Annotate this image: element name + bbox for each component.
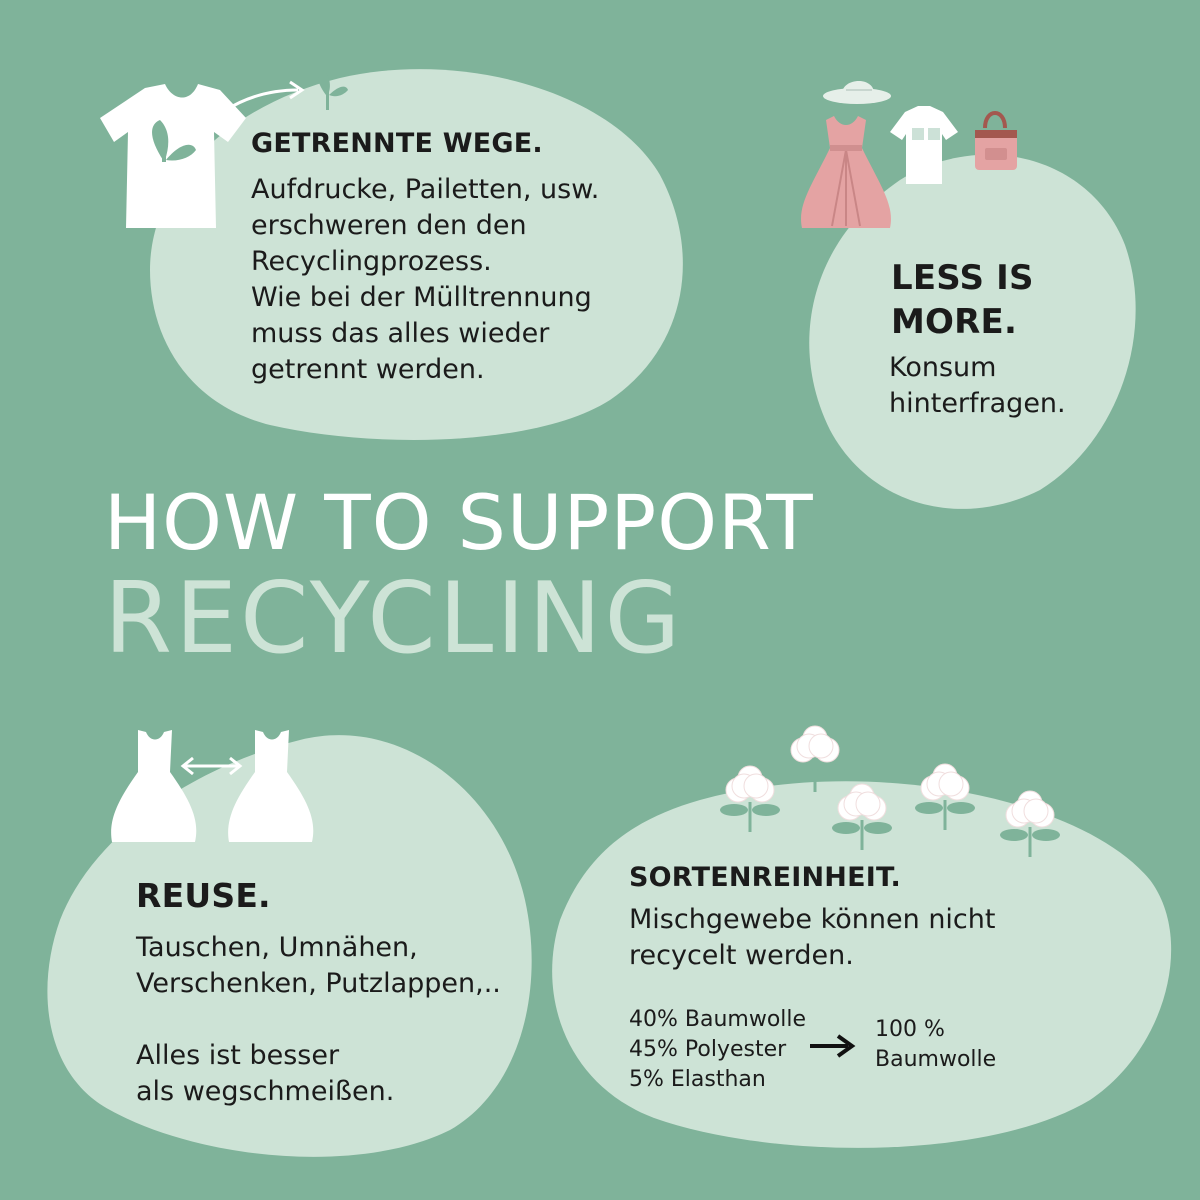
purity-body: Mischgewebe können nicht recycelt werden… — [629, 904, 996, 971]
leaf-icon — [318, 70, 348, 110]
cotton-flower-icon — [720, 765, 780, 832]
double-arrow-icon — [180, 756, 243, 776]
cotton-flower-icon — [832, 783, 892, 850]
blob-separate — [150, 69, 683, 440]
dress-icon — [801, 116, 891, 228]
reuse-heading: REUSE. — [136, 876, 271, 915]
cotton-flowers — [720, 725, 1060, 857]
less-heading-line2: MORE. — [891, 302, 1018, 342]
separate-heading: GETRENNTE WEGE. — [251, 128, 543, 159]
title-line1: HOW TO SUPPORT — [104, 478, 814, 567]
cotton-flower-icon — [1000, 790, 1060, 857]
less-heading-line1: LESS IS — [891, 258, 1034, 298]
reuse-dress-right-icon — [228, 730, 314, 842]
purity-result: 100 % Baumwolle — [875, 1017, 997, 1072]
cotton-flower-icon — [915, 763, 975, 830]
blob-purity — [552, 781, 1172, 1148]
handbag-icon — [975, 111, 1017, 170]
less-body: Konsum hinterfragen. — [889, 352, 1066, 419]
blob-less — [809, 154, 1136, 509]
tshirt-icon — [100, 84, 246, 228]
reuse-dress-left-icon — [111, 730, 197, 842]
shirt-icon — [890, 106, 958, 184]
hat-icon — [823, 80, 891, 104]
arrow-right-icon — [810, 1034, 856, 1058]
purity-heading: SORTENREINHEIT. — [629, 862, 901, 893]
separate-body: Aufdrucke, Pailetten, usw. erschweren de… — [251, 174, 600, 385]
reuse-body: Tauschen, Umnähen, Verschenken, Putzlapp… — [136, 932, 501, 1107]
cotton-flower-icon — [785, 725, 845, 792]
arrow-icon — [225, 80, 305, 112]
purity-mix: 40% Baumwolle 45% Polyester 5% Elasthan — [629, 1007, 807, 1092]
title-line2: RECYCLING — [104, 562, 684, 676]
